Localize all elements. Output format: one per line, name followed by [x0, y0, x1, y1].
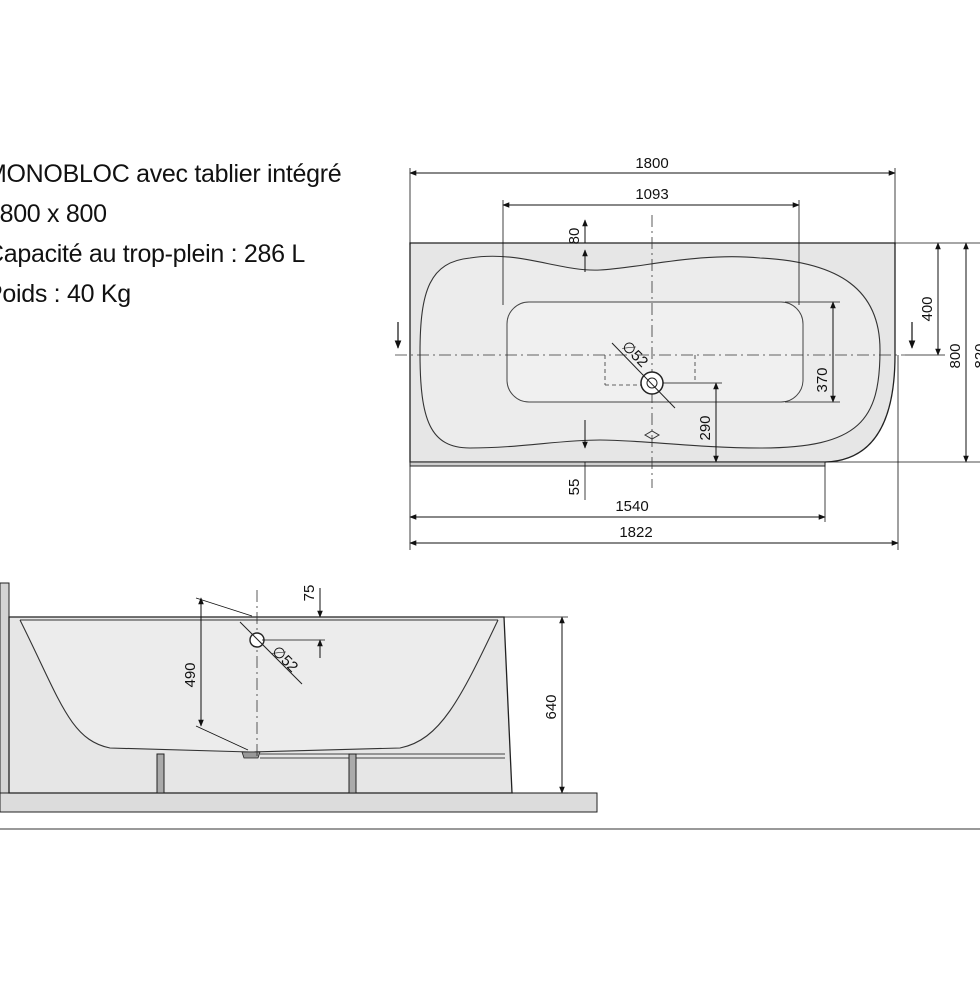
foot-right — [348, 753, 357, 794]
dim-80: 80 — [566, 228, 583, 245]
floor — [0, 792, 598, 813]
dim-640: 640 — [543, 694, 560, 719]
dim-1093: 1093 — [635, 186, 668, 203]
dim-800: 800 — [947, 343, 964, 368]
dim-820: 820 — [972, 343, 980, 368]
spec-weight: Poids : 40 Kg — [0, 280, 131, 308]
dim-370: 370 — [814, 367, 831, 392]
foot-left — [156, 753, 165, 794]
overflow-circle — [249, 632, 265, 648]
dim-1540: 1540 — [615, 498, 648, 515]
side-view: ∅52 75 490 640 — [0, 582, 598, 813]
drain-circle — [640, 371, 664, 395]
wall — [0, 582, 10, 794]
top-view: ∅52 1800 1093 80 55 370 290 — [394, 155, 980, 550]
spec-capacity: Capacité au trop-plein : 286 L — [0, 240, 305, 268]
dim-290: 290 — [697, 415, 714, 440]
dim-55: 55 — [566, 479, 583, 496]
basin-floor — [506, 301, 804, 403]
spec-dimensions: 1800 x 800 — [0, 200, 107, 228]
dim-490: 490 — [182, 662, 199, 687]
dim-1822: 1822 — [619, 524, 652, 541]
dim-75: 75 — [301, 585, 318, 602]
dim-1800: 1800 — [635, 155, 668, 172]
dim-400: 400 — [919, 296, 936, 321]
apron-strip — [409, 461, 826, 467]
spec-model: MONOBLOC avec tablier intégré — [0, 160, 342, 188]
